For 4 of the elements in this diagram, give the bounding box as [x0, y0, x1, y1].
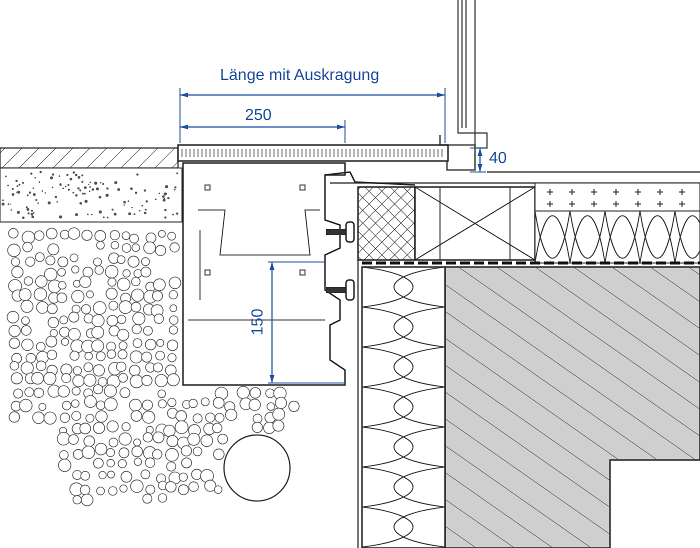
dimension-label: Länge mit Auskragung: [220, 68, 380, 84]
dimension-label: 250: [245, 108, 272, 124]
dimension-label: 40: [489, 151, 507, 167]
dimension-label: 150: [250, 308, 266, 336]
